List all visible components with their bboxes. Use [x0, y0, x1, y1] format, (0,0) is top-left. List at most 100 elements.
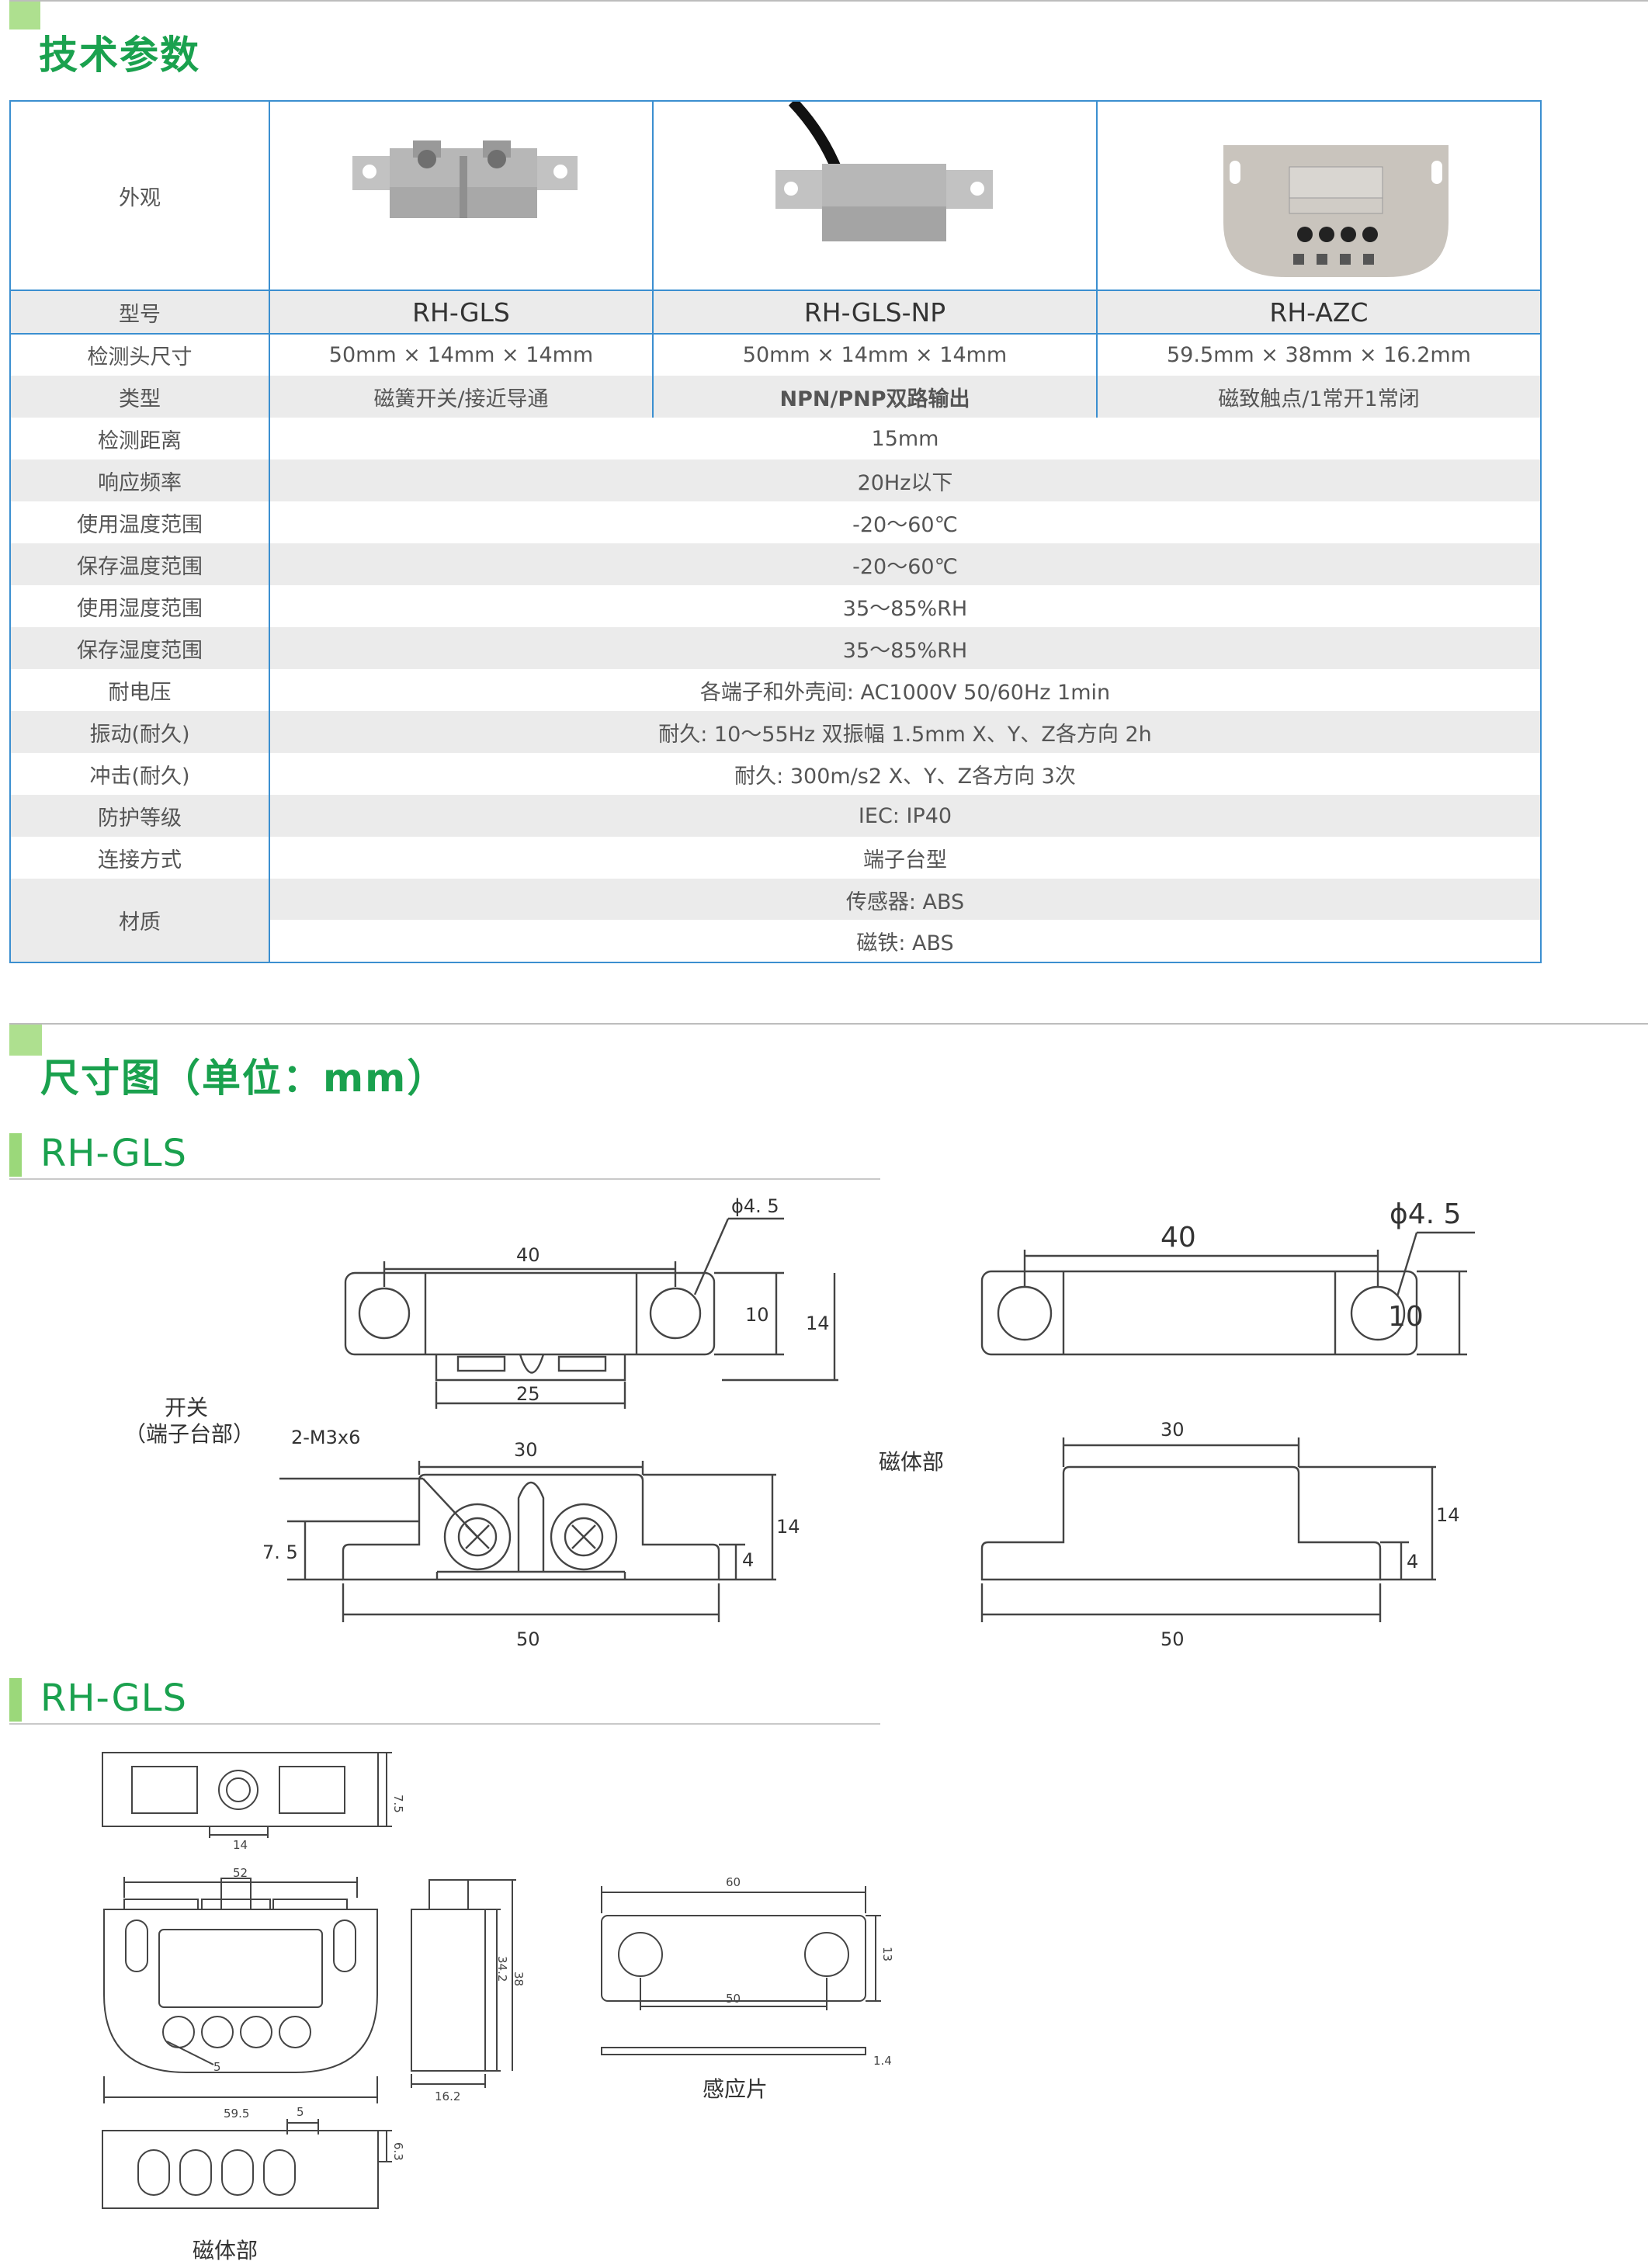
table-cell: 35～85%RH [842, 596, 968, 621]
row-label: 响应频率 [98, 470, 182, 495]
section-divider [9, 0, 1648, 2]
drawing-rh-azc: 7.5 14 52 34.2 38 5 59.5 16.2 5 6.3 60 1… [102, 1752, 894, 2209]
spec-table: 外观 [9, 100, 1542, 963]
dim-label: 14 [233, 1838, 248, 1852]
dim-label: 1.4 [873, 2054, 892, 2068]
row-label: 类型 [119, 387, 161, 411]
table-row: 响应频率 20Hz以下 [11, 459, 1540, 501]
row-label: 耐电压 [108, 680, 172, 705]
table-row: 使用湿度范围 35～85%RH [11, 585, 1540, 627]
table-row: 检测距离 15mm [11, 418, 1540, 459]
subsection-divider [9, 1178, 880, 1180]
table-cell: 20Hz以下 [857, 470, 953, 495]
section-divider [9, 1023, 1648, 1025]
table-row: 防护等级 IEC: IP40 [11, 795, 1540, 837]
product-photo-rh-azc [1223, 145, 1449, 277]
sensor-plate-label: 感应片 [703, 2076, 768, 2102]
table-row: 使用温度范围 -20～60℃ [11, 501, 1540, 543]
dim-label: 40 [1161, 1222, 1196, 1254]
switch-label: （端子台部） [124, 1421, 255, 1447]
dim-label: 14 [806, 1313, 830, 1334]
table-cell: 磁簧开关/接近导通 [373, 387, 549, 411]
row-label: 保存湿度范围 [77, 638, 203, 663]
dim-label: 38 [512, 1971, 526, 1986]
magnet-label: 磁体部 [193, 2238, 258, 2263]
dim-label: 30 [514, 1439, 538, 1461]
subsection-title: RH-GLS [40, 1677, 187, 1720]
dim-label: 60 [726, 1875, 741, 1889]
table-cell: 耐久: 300m/s2 X、Y、Z各方向 3次 [734, 764, 1076, 789]
row-label: 冲击(耐久) [89, 764, 190, 789]
table-row: 连接方式 端子台型 [11, 837, 1540, 879]
subsection-marker [9, 1678, 22, 1722]
table-cell: 15mm [871, 426, 939, 451]
dim-label: 4 [742, 1549, 754, 1571]
section-marker [9, 0, 40, 29]
tech-params-title: 技术参数 [39, 33, 200, 78]
dim-label: 6.3 [391, 2142, 405, 2161]
table-grid-line [1096, 102, 1098, 418]
table-grid-line [11, 290, 1540, 291]
product-photo-rh-gls-np [775, 102, 993, 241]
dim-label: 25 [516, 1383, 540, 1405]
model-rh-azc: RH-AZC [1269, 297, 1369, 328]
table-row: 振动(耐久) 耐久: 10～55Hz 双振幅 1.5mm X、Y、Z各方向 2h [11, 711, 1540, 753]
row-label: 防护等级 [98, 806, 182, 831]
table-grid-line [11, 333, 1540, 335]
table-row: 材质 传感器: ABS 磁铁: ABS [11, 879, 1540, 962]
table-row: 耐电压 各端子和外壳间: AC1000V 50/60Hz 1min [11, 669, 1540, 711]
table-row: 冲击(耐久) 耐久: 300m/s2 X、Y、Z各方向 3次 [11, 753, 1540, 795]
table-cell: 耐久: 10～55Hz 双振幅 1.5mm X、Y、Z各方向 2h [658, 722, 1152, 747]
table-cell: 端子台型 [863, 848, 947, 872]
table-cell: 59.5mm × 38mm × 16.2mm [1167, 342, 1471, 367]
row-label: 连接方式 [98, 848, 182, 872]
table-cell: IEC: IP40 [858, 803, 952, 828]
product-photo-rh-gls [352, 140, 578, 218]
table-cell: 磁致触点/1常开1常闭 [1218, 387, 1420, 411]
subsection-title: RH-GLS [40, 1132, 187, 1175]
table-grid-line [652, 102, 654, 418]
dim-label: 7.5 [391, 1795, 405, 1813]
table-cell: 传感器: ABS [845, 890, 965, 914]
dim-label: ϕ4. 5 [731, 1195, 779, 1217]
dim-label: 50 [726, 1992, 741, 2006]
table-row: 检测头尺寸 50mm × 14mm × 14mm 50mm × 14mm × 1… [11, 334, 1540, 376]
dim-label: 30 [1161, 1419, 1185, 1441]
table-cell: -20～60℃ [852, 512, 958, 537]
model-rh-gls-np: RH-GLS-NP [803, 297, 946, 328]
table-cell: 各端子和外壳间: AC1000V 50/60Hz 1min [699, 680, 1111, 705]
row-label: 使用湿度范围 [77, 596, 203, 621]
table-row: 类型 磁簧开关/接近导通 NPN/PNP双路输出 磁致触点/1常开1常闭 [11, 376, 1540, 418]
row-label: 检测距离 [98, 428, 182, 453]
section-marker [9, 1023, 42, 1056]
dim-label: 14 [1436, 1504, 1460, 1526]
table-cell: 磁铁: ABS [270, 920, 1540, 962]
dim-label: 10 [745, 1304, 769, 1326]
dim-label: 16.2 [435, 2089, 460, 2103]
dim-label: 40 [516, 1244, 540, 1266]
dim-label: 10 [1388, 1301, 1424, 1333]
appearance-row: 外观 [11, 102, 1540, 290]
switch-label: 开关 [165, 1395, 209, 1420]
subsection-marker [9, 1133, 22, 1177]
model-rh-gls: RH-GLS [412, 297, 510, 328]
row-label: 使用温度范围 [77, 512, 203, 537]
table-row: 保存温度范围 -20～60℃ [11, 543, 1540, 585]
dim-label: 5 [213, 2060, 221, 2074]
table-row: 型号 RH-GLS RH-GLS-NP RH-AZC [11, 290, 1540, 334]
subsection-divider [9, 1723, 880, 1725]
table-cell: NPN/PNP双路输出 [779, 387, 970, 411]
table-row: 保存湿度范围 35～85%RH [11, 627, 1540, 669]
dim-label: 7. 5 [262, 1541, 298, 1563]
row-label: 检测头尺寸 [87, 345, 193, 369]
dim-label: 5 [297, 2105, 304, 2119]
table-cell: 50mm × 14mm × 14mm [328, 342, 594, 367]
dim-label: 14 [776, 1516, 800, 1538]
row-label: 材质 [119, 910, 161, 935]
dim-label: 50 [516, 1628, 540, 1650]
dim-label: 13 [880, 1947, 894, 1961]
dim-label: 34.2 [495, 1956, 509, 1982]
row-label: 振动(耐久) [89, 722, 190, 747]
magnet-label: 磁体部 [879, 1449, 945, 1475]
table-cell: 50mm × 14mm × 14mm [742, 342, 1008, 367]
